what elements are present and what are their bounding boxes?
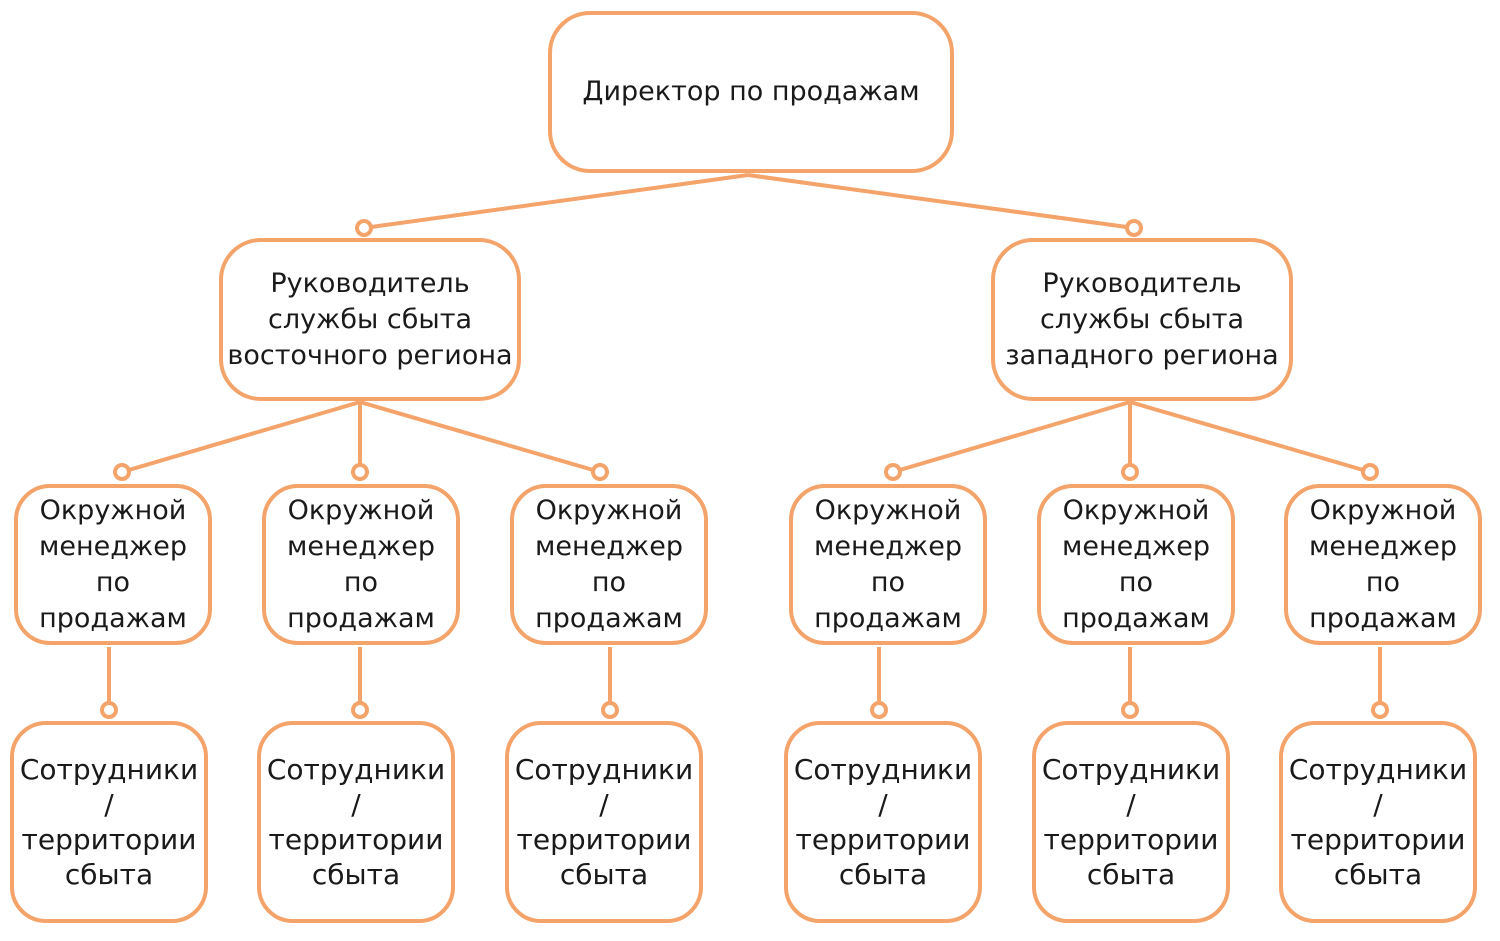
node-staff-territories-2: Сотрудники / территории сбыта [257,721,455,923]
connector-dot-12 [870,701,888,719]
connector-line-8 [1129,400,1371,474]
node-district-manager-5: Окружной менеджер по продажам [1037,484,1235,645]
connector-dot-1 [355,219,373,237]
node-east-region-head: Руководитель службы сбыта восточного рег… [219,238,521,401]
connector-line-5 [359,400,601,474]
connector-dot-2 [1125,219,1143,237]
connector-dot-9 [100,701,118,719]
connector-dot-4 [351,463,369,481]
node-label: Директор по продажам [582,76,920,107]
node-staff-territories-3: Сотрудники / территории сбыта [505,721,703,923]
connector-dot-14 [1371,701,1389,719]
node-staff-territories-1: Сотрудники / территории сбыта [10,721,208,923]
connector-line-1 [363,173,749,230]
connector-dot-10 [351,701,369,719]
node-district-manager-3: Окружной менеджер по продажам [510,484,708,645]
connector-dot-5 [591,463,609,481]
node-label: Сотрудники / территории сбыта [514,753,694,891]
connector-dot-6 [884,463,902,481]
connector-line-3 [121,400,361,474]
node-district-manager-6: Окружной менеджер по продажам [1284,484,1482,645]
node-label: Сотрудники / территории сбыта [1041,753,1221,891]
connector-dot-3 [113,463,131,481]
connector-dot-8 [1361,463,1379,481]
connector-line-6 [892,400,1131,474]
node-label: Сотрудники / территории сбыта [19,753,199,891]
node-label: Окружной менеджер по продажам [535,494,683,634]
node-label: Окружной менеджер по продажам [1309,494,1457,634]
node-district-manager-1: Окружной менеджер по продажам [14,484,212,645]
node-staff-territories-5: Сотрудники / территории сбыта [1032,721,1230,923]
node-label: Руководитель службы сбыта западного реги… [1005,267,1279,371]
node-label: Окружной менеджер по продажам [1062,494,1210,634]
node-label: Сотрудники / территории сбыта [793,753,973,891]
node-district-manager-4: Окружной менеджер по продажам [789,484,987,645]
connector-dot-13 [1121,701,1139,719]
node-district-manager-2: Окружной менеджер по продажам [262,484,460,645]
connector-dot-11 [601,701,619,719]
connector-line-2 [747,173,1135,230]
node-sales-director: Директор по продажам [548,11,954,173]
connector-dot-7 [1121,463,1139,481]
node-label: Руководитель службы сбыта восточного рег… [227,267,513,371]
node-label: Окружной менеджер по продажам [287,494,435,634]
node-label: Сотрудники / территории сбыта [1288,753,1468,891]
node-west-region-head: Руководитель службы сбыта западного реги… [991,238,1293,401]
node-label: Окружной менеджер по продажам [39,494,187,634]
node-staff-territories-4: Сотрудники / территории сбыта [784,721,982,923]
node-staff-territories-6: Сотрудники / территории сбыта [1279,721,1477,923]
node-label: Окружной менеджер по продажам [814,494,962,634]
node-label: Сотрудники / территории сбыта [266,753,446,891]
